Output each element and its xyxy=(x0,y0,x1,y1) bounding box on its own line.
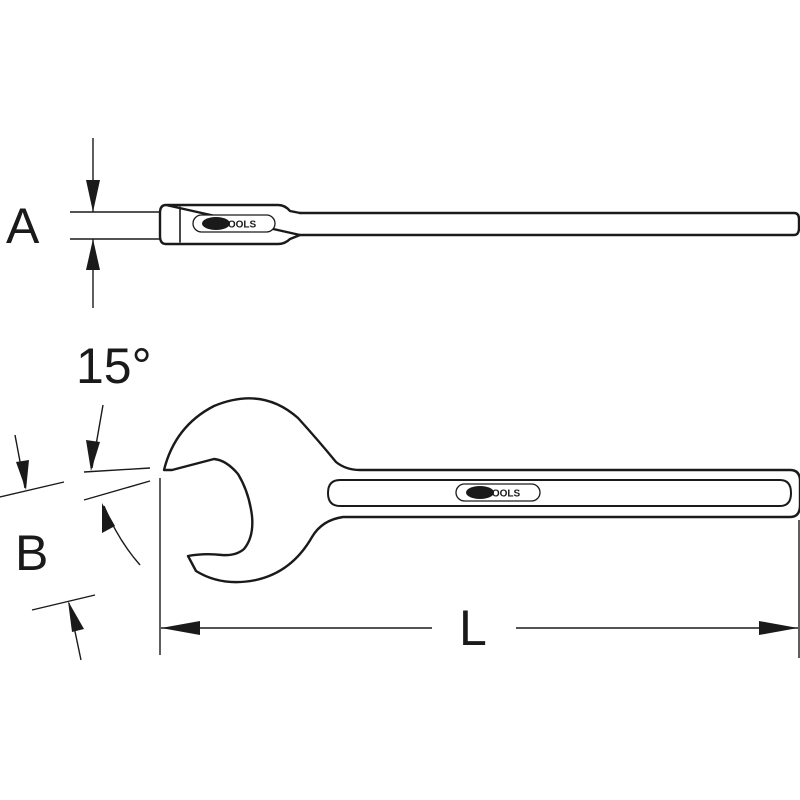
dimension-a: A xyxy=(6,138,160,308)
arrow-down-icon xyxy=(86,440,100,471)
arrow-up-icon xyxy=(68,601,84,632)
dimension-l: L xyxy=(159,478,800,658)
kstools-logo-side: KSTOOLS xyxy=(192,214,276,233)
dimension-label-a: A xyxy=(6,198,40,254)
dimension-label-angle: 15° xyxy=(76,338,152,394)
logo-text-side: KSTOOLS xyxy=(208,220,256,231)
arrow-left-icon xyxy=(161,621,200,635)
dimension-angle: 15° xyxy=(76,338,152,566)
arrow-up-icon xyxy=(86,239,100,270)
arrow-down-icon xyxy=(86,180,100,212)
dimension-label-b: B xyxy=(15,525,48,581)
arrow-up-icon xyxy=(102,503,115,533)
arrow-down-icon xyxy=(16,460,29,490)
logo-text-top: KSTOOLS xyxy=(472,489,520,500)
arrow-right-icon xyxy=(759,621,798,635)
wrench-top-view: KSTOOLS xyxy=(162,397,800,584)
wrench-side-view: KSTOOLS xyxy=(158,203,800,246)
dimension-label-l: L xyxy=(459,600,487,656)
dimension-b: B xyxy=(0,434,96,661)
kstools-logo-top: KSTOOLS xyxy=(455,483,541,502)
